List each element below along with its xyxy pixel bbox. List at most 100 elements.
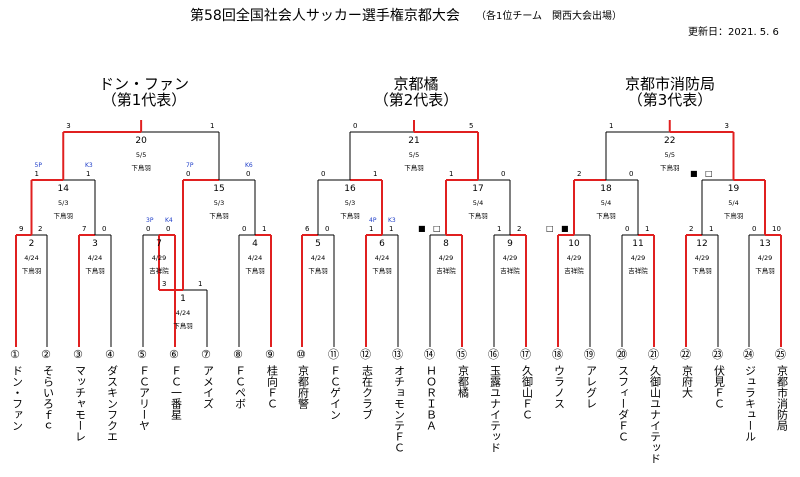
team-name: 志在クラブ: [360, 365, 374, 420]
score-left: 0: [625, 225, 630, 233]
score-right: 1: [198, 280, 203, 288]
team-name: 京府大: [680, 365, 694, 398]
updated-date: 更新日：2021. 5. 6: [688, 27, 779, 38]
match-number: 12: [696, 239, 708, 249]
team-number: ⑱: [552, 348, 563, 361]
score-right: 1: [262, 225, 267, 233]
team-number: ③: [73, 348, 83, 361]
score-left: 3: [162, 280, 167, 288]
group-1-rep: （第1代表）: [101, 91, 187, 109]
pk-left: 4P: [369, 217, 377, 224]
result-marker-left: □: [546, 224, 554, 233]
score-right: 5: [469, 122, 474, 130]
team-number: ⑳: [616, 348, 627, 361]
team-number: ①: [10, 348, 20, 361]
match-venue: 下鳥羽: [209, 212, 229, 220]
match-venue: 下鳥羽: [468, 212, 488, 220]
team-name: 伏見ＦＣ: [712, 365, 726, 409]
result-marker-right: ■: [561, 224, 569, 233]
team-name: 久御山ＦＣ: [520, 365, 534, 420]
team-name: スフィーダＦＣ: [616, 365, 630, 442]
team-name: 玉露ユナイテッド: [488, 365, 502, 453]
match-date: 5/4: [600, 199, 612, 207]
match-number: 10: [568, 239, 580, 249]
score-left: 1: [449, 170, 454, 178]
match-date: 4/24: [310, 254, 326, 262]
match-number: 8: [443, 239, 449, 249]
match-number: 5: [315, 239, 321, 249]
team-number: ⑲: [584, 348, 595, 361]
match-number: 11: [632, 239, 644, 249]
match-date: 5/4: [472, 199, 484, 207]
score-left: 0: [146, 225, 151, 233]
match-date: 4/29: [694, 254, 710, 262]
match-date: 5/5: [408, 151, 420, 159]
group-3-name: 京都市消防局: [624, 75, 715, 93]
match-number: 7: [156, 239, 162, 249]
result-marker-right: □: [433, 224, 441, 233]
match-venue: 吉祥院: [564, 267, 584, 275]
match-number: 22: [664, 136, 676, 146]
match-venue: 下鳥羽: [660, 164, 680, 172]
match-venue: 下鳥羽: [245, 267, 265, 275]
score-left: 9: [19, 225, 24, 233]
team-number: ⑧: [233, 348, 243, 361]
score-right: 2: [38, 225, 43, 233]
match-date: 4/24: [175, 309, 191, 317]
team-name: ＦＣペボ: [233, 365, 247, 409]
match-venue: 下鳥羽: [53, 212, 74, 220]
match-venue: 吉祥院: [500, 267, 520, 275]
pk-right: K4: [165, 217, 173, 224]
match-venue: 下鳥羽: [596, 212, 616, 220]
pk-left: 5P: [34, 162, 42, 169]
match-venue: 下鳥羽: [404, 164, 424, 172]
team-name: 久御山ユナイテッド: [648, 365, 662, 464]
match-date: 4/29: [502, 254, 518, 262]
match-number: 21: [408, 136, 420, 146]
match-venue: 下鳥羽: [692, 267, 712, 275]
score-left: 1: [497, 225, 502, 233]
match-date: 5/5: [135, 151, 147, 159]
team-name: ジュラキュール: [743, 365, 757, 442]
match-number: 6: [379, 239, 385, 249]
team-name: 京都橘: [456, 365, 470, 398]
team-number: ⑥: [169, 348, 179, 361]
score-left: 1: [34, 170, 39, 178]
match-venue: 下鳥羽: [131, 164, 151, 172]
team-name: ダスキンフクエ: [105, 365, 119, 442]
score-right: 1: [373, 170, 378, 178]
match-date: 5/3: [213, 199, 225, 207]
score-right: 0: [102, 225, 107, 233]
team-number: ②: [41, 348, 51, 361]
match-date: 5/3: [344, 199, 356, 207]
match-venue: 下鳥羽: [308, 267, 328, 275]
match-venue: 下鳥羽: [340, 212, 360, 220]
result-marker-left: ■: [418, 224, 426, 233]
pk-right: K6: [245, 162, 253, 169]
match-date: 4/24: [374, 254, 390, 262]
match-number: 18: [600, 184, 612, 194]
score-left: 2: [689, 225, 694, 233]
match-venue: 下鳥羽: [755, 267, 775, 275]
match-venue: 下鳥羽: [173, 322, 193, 330]
team-name: ＨＯＲＩＢＡ: [424, 365, 438, 431]
score-left: 1: [369, 225, 374, 233]
team-name: ドン・ファン: [10, 365, 24, 431]
score-left: 2: [577, 170, 582, 178]
team-name: ＦＣ一番星: [169, 365, 183, 420]
match-date: 4/24: [247, 254, 263, 262]
team-number: ⑬: [392, 348, 403, 361]
score-right: 0: [629, 170, 634, 178]
score-left: 1: [609, 122, 614, 130]
match-date: 4/29: [151, 254, 167, 262]
team-number: ⑦: [201, 348, 211, 361]
match-number: 4: [252, 239, 258, 249]
match-number: 15: [213, 184, 225, 194]
match-number: 3: [92, 239, 98, 249]
match-number: 13: [759, 239, 771, 249]
match-date: 4/24: [87, 254, 103, 262]
result-marker-right: □: [705, 169, 713, 178]
match-number: 2: [28, 239, 35, 249]
team-number: ㉔: [743, 348, 754, 361]
